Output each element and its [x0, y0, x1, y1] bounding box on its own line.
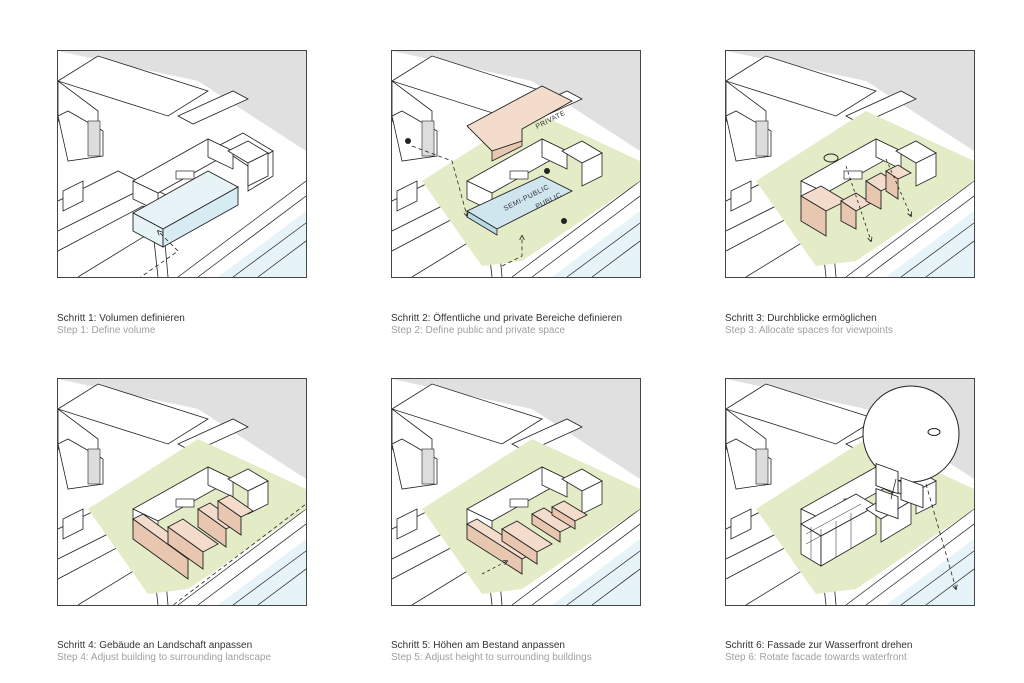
- step-5-title-en: Step 5: Adjust height to surrounding bui…: [391, 652, 592, 663]
- step-5-title-de: Schritt 5: Höhen am Bestand anpassen: [391, 640, 565, 651]
- step-3-title-en: Step 3: Allocate spaces for viewpoints: [725, 325, 893, 336]
- step-3-title-de: Schritt 3: Durchblicke ermöglichen: [725, 313, 877, 324]
- step-4-diagram: [57, 378, 307, 606]
- eye-icon: [927, 428, 941, 436]
- step-6-caption: Schritt 6: Fassade zur Wasserfront drehe…: [725, 640, 1024, 664]
- step-3-caption: Schritt 3: Durchblicke ermöglichen Step …: [725, 313, 1024, 337]
- step-2-title-de: Schritt 2: Öffentliche und private Berei…: [391, 313, 623, 324]
- step-4-caption: Schritt 4: Gebäude an Landschaft anpasse…: [57, 640, 357, 664]
- step-6-diagram: [725, 378, 975, 606]
- step-2-diagram: PRIVATE SEMI-PUBLIC PUBLIC: [391, 50, 641, 278]
- step-1-diagram: [57, 50, 307, 278]
- eye-icon: [823, 153, 839, 163]
- step-4-title-de: Schritt 4: Gebäude an Landschaft anpasse…: [57, 640, 253, 651]
- step-6-title-en: Step 6: Rotate facade towards waterfront: [725, 652, 907, 663]
- step-1-title-en: Step 1: Define volume: [57, 325, 156, 336]
- step-6-title-de: Schritt 6: Fassade zur Wasserfront drehe…: [725, 640, 913, 651]
- step-2-caption: Schritt 2: Öffentliche und private Berei…: [391, 313, 691, 337]
- tree-icon: [561, 218, 567, 224]
- step-5-caption: Schritt 5: Höhen am Bestand anpassen Ste…: [391, 640, 691, 664]
- step-4-title-en: Step 4: Adjust building to surrounding l…: [57, 652, 272, 663]
- step-3-diagram: [725, 50, 975, 278]
- step-1-caption: Schritt 1: Volumen definieren Step 1: De…: [57, 313, 357, 337]
- step-2-title-en: Step 2: Define public and private space: [391, 325, 565, 336]
- step-5-diagram: [391, 378, 641, 606]
- step-1-title-de: Schritt 1: Volumen definieren: [57, 313, 185, 324]
- tree-icon: [544, 168, 550, 174]
- tree-icon: [405, 138, 411, 144]
